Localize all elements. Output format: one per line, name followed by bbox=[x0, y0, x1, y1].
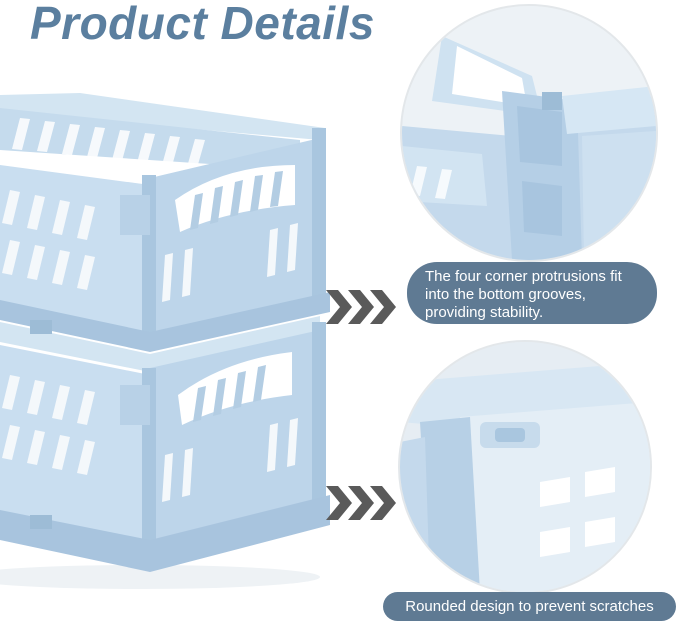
callout-line: into the bottom grooves, bbox=[425, 286, 586, 303]
triple-chevron-right-icon bbox=[326, 486, 396, 520]
corner-protrusion-zoom-image bbox=[400, 4, 658, 262]
rounded-design-callout: Rounded design to prevent scratches bbox=[383, 592, 676, 621]
page-title: Product Details bbox=[30, 0, 375, 49]
triple-chevron-right-icon bbox=[326, 290, 396, 324]
stability-callout: The four corner protrusions fit into the… bbox=[407, 262, 657, 324]
rounded-corner-zoom-image bbox=[398, 340, 652, 594]
callout-line: providing stability. bbox=[425, 304, 544, 321]
callout-line: The four corner protrusions fit bbox=[425, 268, 622, 285]
